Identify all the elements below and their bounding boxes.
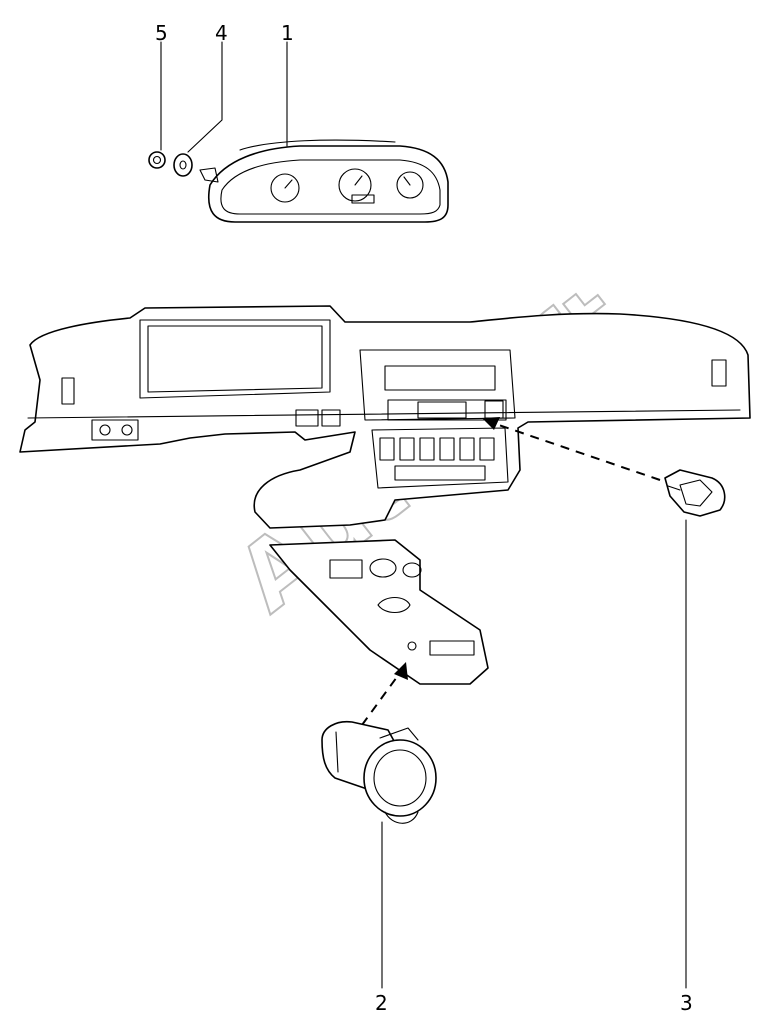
guide-line-switch: [489, 421, 661, 481]
callout-4: 4: [215, 21, 228, 45]
center-console: [269, 539, 489, 685]
washer: [173, 153, 193, 177]
arrow-head-switch: [482, 417, 500, 430]
instrument-cluster: [199, 139, 449, 223]
leader-line-4: [187, 41, 223, 153]
callout-2: 2: [375, 991, 388, 1015]
callout-1: 1: [281, 21, 294, 45]
nut: [148, 151, 166, 169]
switch: [664, 469, 726, 517]
arrow-head-socket: [394, 662, 408, 680]
callout-5: 5: [155, 21, 168, 45]
callout-3: 3: [680, 991, 693, 1015]
dashboard: [19, 305, 751, 529]
guide-line-socket: [361, 669, 403, 726]
socket: [321, 720, 437, 824]
